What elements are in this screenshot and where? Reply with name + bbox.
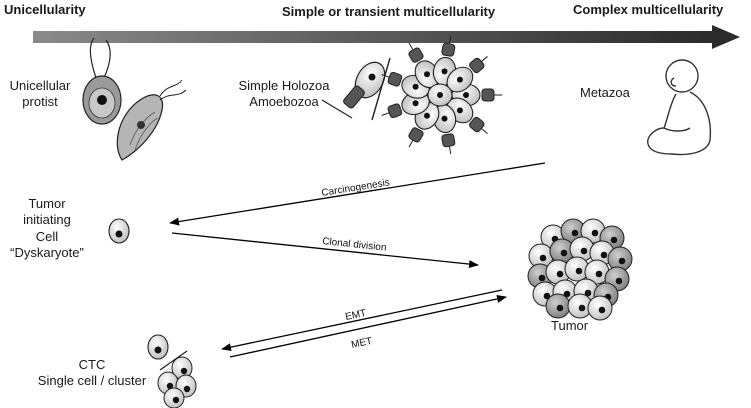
carcinogenesis-arrow [169,162,546,226]
label-tumor-initiating-cell: Tumor initiating Cell “Dyskaryote” [10,196,84,260]
label-protist: Unicellular protist [9,78,71,110]
header-simple-multicellularity: Simple or transient multicellularity [282,4,496,19]
tumor-initiating-cell-icon [108,218,130,244]
choanoflagellate-icon [321,57,391,121]
tumor-cluster-icon [527,218,633,321]
baby-icon [647,59,712,156]
label-ctc: CTC Single cell / cluster [37,357,147,389]
met-label: MET [350,336,373,351]
header-unicellularity: Unicellularity [4,2,86,17]
label-tumor: Tumor [551,318,589,333]
emt-arrow [221,289,503,352]
rosette-colony-icon [381,35,502,155]
met-arrow [229,295,507,358]
clonal-division-label: Clonal division [322,236,387,254]
multicellularity-gradient-arrow [33,25,740,49]
ctc-icon [147,334,197,408]
carcinogenesis-label: Carcinogenesis [321,177,391,199]
protist-icon [82,37,187,161]
emt-label: EMT [344,308,367,323]
label-holozoa: Simple Holozoa Amoebozoa [238,78,330,110]
label-metazoa: Metazoa [580,85,630,100]
header-complex-multicellularity: Complex multicellularity [573,2,724,17]
clonal-division-arrow [171,232,479,269]
